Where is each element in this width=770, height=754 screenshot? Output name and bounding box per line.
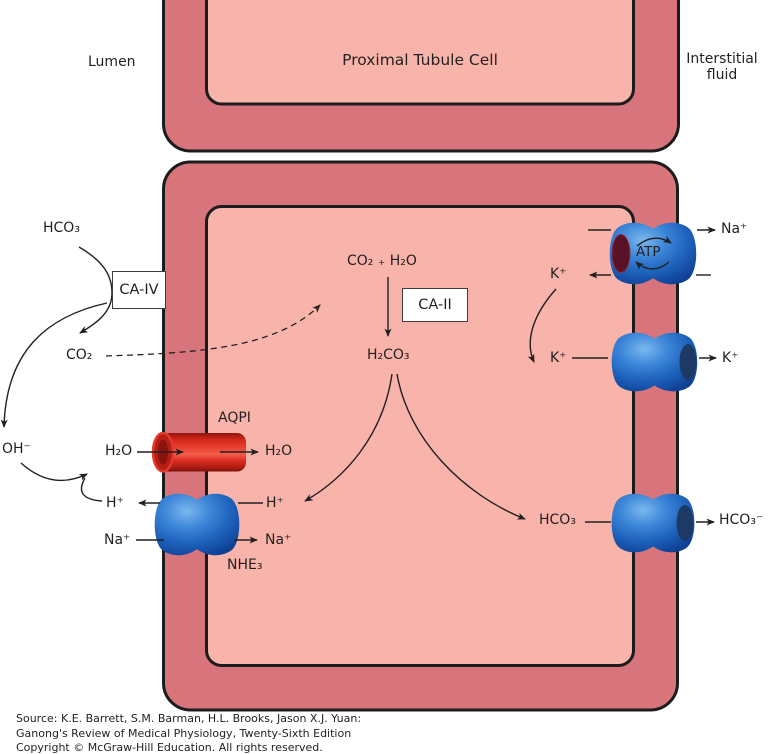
arrow-atp-cycle-top	[636, 235, 672, 247]
cell-co2-h2o-label: CO₂ ₊ H₂O	[347, 253, 417, 269]
citation-line-2: Ganong's Review of Medical Physiology, T…	[16, 726, 352, 740]
arrow-hco3-to-co2	[78, 246, 113, 334]
citation-line-1: Source: K.E. Barrett, S.M. Barman, H.L. …	[16, 712, 362, 725]
hco3-transporter	[611, 493, 695, 553]
cell-k-lower-label: K⁺	[550, 350, 567, 366]
cell-h2co3-label: H₂CO₃	[367, 347, 410, 363]
cell-h2o-label: H₂O	[265, 443, 293, 459]
flow-arrows	[0, 226, 717, 544]
ca-ii-label: CA-II	[418, 297, 452, 313]
cell-hco3-label: HCO₃	[539, 512, 576, 528]
aqp1-label: AQPI	[218, 410, 251, 426]
interstitial-hco3-label: HCO₃⁻	[719, 512, 764, 528]
cell-h-label: H⁺	[266, 495, 284, 511]
arrow-oh-merge	[20, 462, 88, 482]
ca-iv-label: CA-IV	[119, 282, 159, 298]
k-channel	[611, 332, 698, 392]
curve-h-merge	[80, 477, 103, 502]
lumen-h2o-label: H₂O	[105, 443, 133, 459]
lumen-oh-label: OH⁻	[2, 441, 31, 457]
lumen-co2-label: CO₂	[66, 347, 93, 363]
upper-cell	[162, 0, 680, 153]
lumen-hco3-label: HCO₃	[43, 220, 80, 236]
arrow-co2-diffusion	[105, 304, 321, 357]
arrow-h2co3-to-h	[304, 373, 393, 502]
nhe3-label: NHE₃	[227, 557, 263, 573]
arrow-h2co3-to-hco3	[396, 373, 526, 520]
lumen-na-label: Na⁺	[104, 532, 131, 548]
ca-ii-box: CA-II	[402, 288, 468, 322]
atp-pump-label: ATP	[636, 244, 661, 260]
interstitial-k-label: K⁺	[722, 350, 739, 366]
main-cell	[162, 160, 679, 712]
arrow-atp-cycle-bottom	[635, 261, 670, 270]
citation-line-3: Copyright © McGraw-Hill Education. All r…	[16, 741, 323, 754]
interstitial-na-label: Na⁺	[721, 221, 748, 237]
arrow-k-recycle	[527, 288, 557, 363]
nhe3-transporter	[154, 493, 240, 556]
interstitial-fluid-label: Interstitial fluid	[686, 51, 758, 84]
cell-k-upper-label: K⁺	[550, 266, 567, 282]
cell-title: Proximal Tubule Cell	[342, 51, 498, 69]
arrow-ca4-to-oh	[0, 302, 108, 428]
lumen-label: Lumen	[88, 54, 136, 70]
source-citation: Source: K.E. Barrett, S.M. Barman, H.L. …	[16, 712, 361, 754]
lumen-h-label: H⁺	[106, 495, 124, 511]
cell-na-label: Na⁺	[265, 532, 292, 548]
ca-iv-box: CA-IV	[112, 271, 166, 309]
na-k-atpase-pump	[609, 222, 697, 285]
